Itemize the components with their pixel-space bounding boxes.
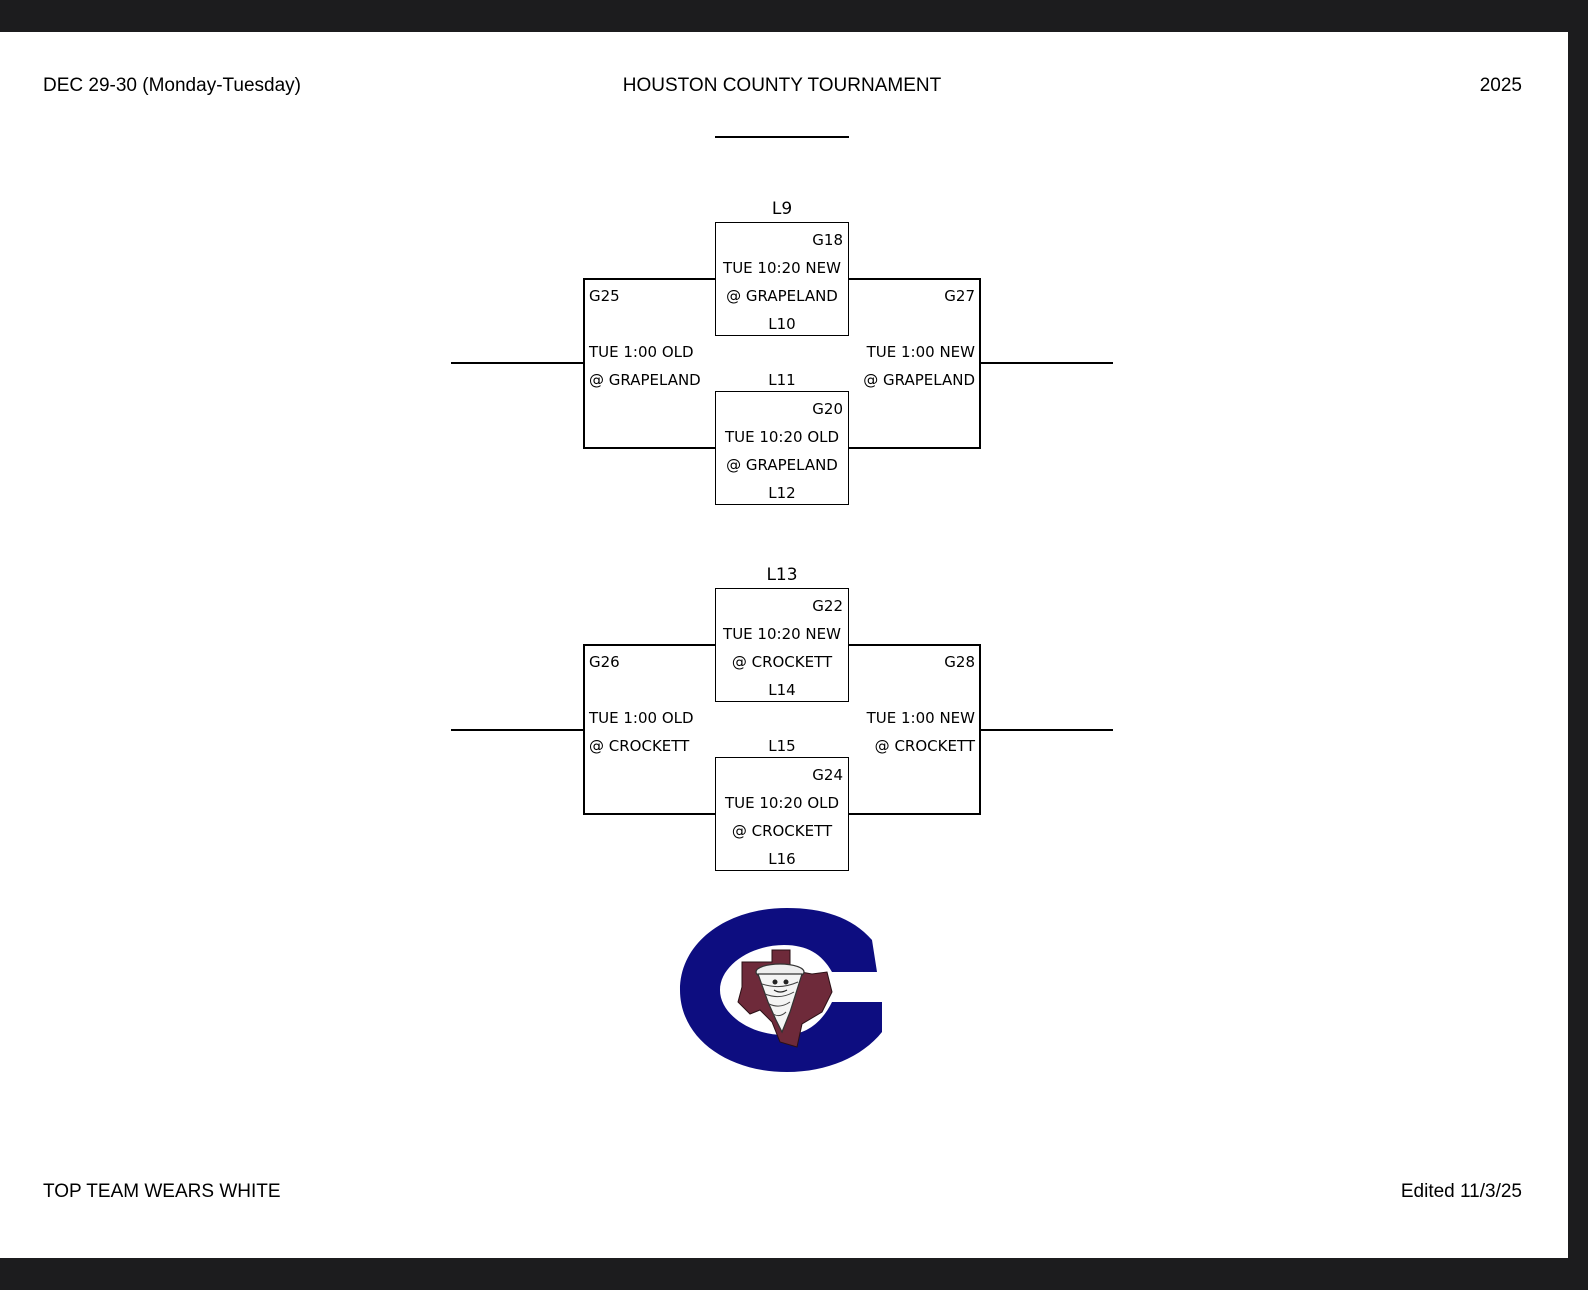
game-box [715, 588, 849, 702]
game-box [715, 222, 849, 336]
page-title: HOUSTON COUNTY TOURNAMENT [622, 75, 942, 96]
mid-seed: L15 [768, 737, 796, 755]
bracket-line [981, 729, 1113, 731]
top-seed: L9 [771, 199, 793, 219]
champion-line [715, 136, 849, 138]
game-id: G22 [812, 597, 843, 615]
game-id: G27 [944, 287, 975, 305]
bracket-line [849, 644, 981, 646]
game-bottom-seed: L10 [768, 315, 796, 333]
game-bottom-seed: L14 [768, 681, 796, 699]
bracket-line [583, 278, 585, 448]
mid-seed: L11 [768, 371, 796, 389]
bracket-line [981, 362, 1113, 364]
bracket-line [849, 813, 981, 815]
game-time: TUE 1:00 NEW [866, 709, 975, 727]
game-id: G20 [812, 400, 843, 418]
bracket-line [849, 447, 981, 449]
game-id: G25 [589, 287, 620, 305]
footer-note: TOP TEAM WEARS WHITE [43, 1181, 281, 1202]
game-site: @ GRAPELAND [589, 371, 701, 389]
bracket-line [979, 278, 981, 448]
bracket-line [583, 644, 585, 814]
bracket-page: DEC 29-30 (Monday-Tuesday) HOUSTON COUNT… [0, 32, 1568, 1258]
game-site: @ CROCKETT [731, 822, 833, 840]
header-dates: DEC 29-30 (Monday-Tuesday) [43, 75, 302, 96]
game-id: G18 [812, 231, 843, 249]
game-id: G28 [944, 653, 975, 671]
game-site: @ GRAPELAND [726, 456, 838, 474]
bracket-line [451, 362, 583, 364]
game-bottom-seed: L12 [768, 484, 796, 502]
logo-c-shape [680, 908, 882, 1072]
game-site: @ GRAPELAND [726, 287, 838, 305]
game-site: @ CROCKETT [589, 737, 690, 755]
bracket-line [979, 644, 981, 814]
game-id: G24 [812, 766, 843, 784]
game-site: @ CROCKETT [874, 737, 975, 755]
game-box [715, 391, 849, 505]
game-time: TUE 10:20 NEW [723, 625, 841, 643]
game-time: TUE 1:00 NEW [866, 343, 975, 361]
game-time: TUE 10:20 NEW [723, 259, 841, 277]
game-time: TUE 1:00 OLD [589, 343, 694, 361]
top-seed: L13 [766, 565, 798, 585]
game-time: TUE 10:20 OLD [724, 794, 840, 812]
header-year: 2025 [1479, 75, 1522, 96]
tornado-mascot-icon [755, 963, 805, 1034]
game-time: TUE 1:00 OLD [589, 709, 694, 727]
crockett-c-logo [680, 908, 882, 1072]
game-site: @ CROCKETT [731, 653, 833, 671]
footer-edited: Edited 11/3/25 [1400, 1181, 1522, 1202]
game-id: G26 [589, 653, 620, 671]
bracket-line [849, 278, 981, 280]
bracket-line [583, 278, 715, 280]
bracket-line [583, 447, 715, 449]
game-time: TUE 10:20 OLD [724, 428, 840, 446]
bracket-line [451, 729, 583, 731]
game-site: @ GRAPELAND [863, 371, 975, 389]
bracket-line [583, 813, 715, 815]
bracket-line [583, 644, 715, 646]
game-bottom-seed: L16 [768, 850, 796, 868]
game-box [715, 757, 849, 871]
